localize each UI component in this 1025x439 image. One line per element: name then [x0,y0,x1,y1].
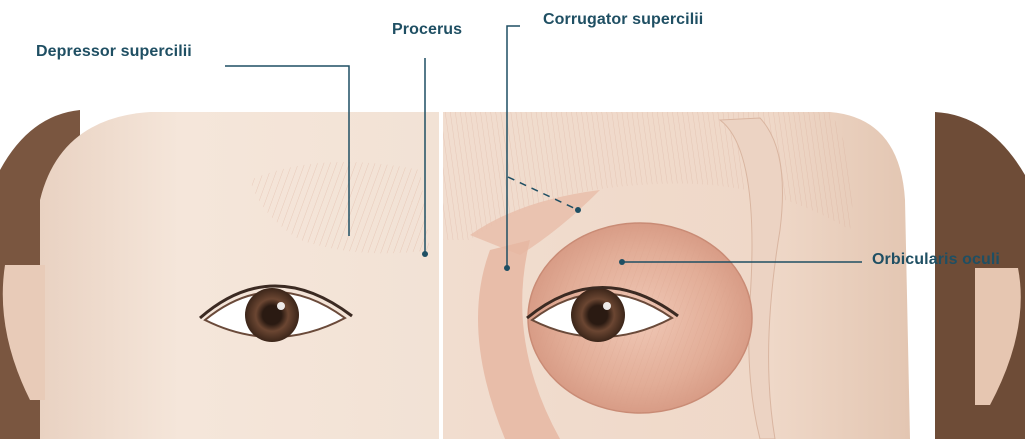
iris-right [571,288,625,342]
label-procerus: Procerus [392,21,462,39]
iris-left [245,288,299,342]
label-depressor-supercilii: Depressor supercilii [36,43,192,61]
face-left-half [40,112,439,439]
label-orbicularis-oculi: Orbicularis oculi [872,251,1000,269]
center-divider [439,112,443,439]
label-corrugator-supercilii: Corrugator supercilii [543,11,703,29]
